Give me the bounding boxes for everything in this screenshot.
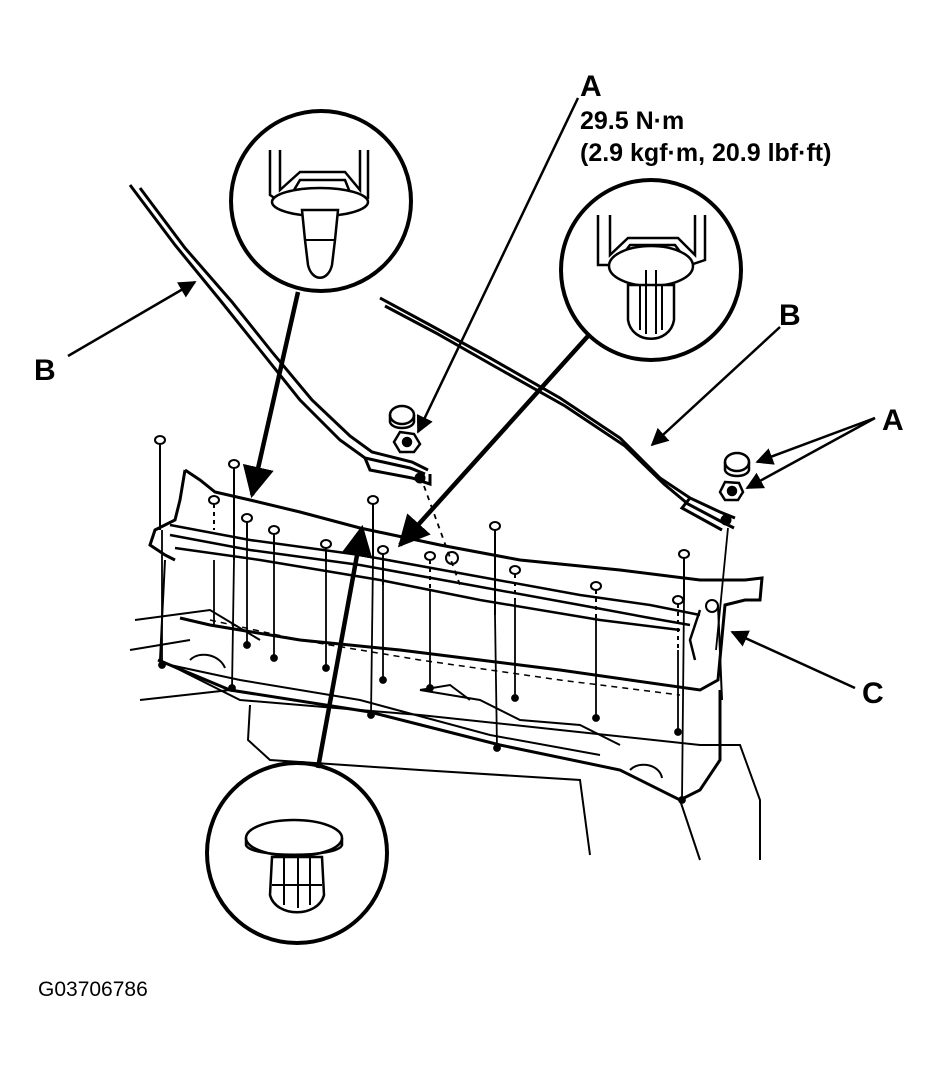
torque-spec-alt: (2.9 kgf·m, 20.9 lbf·ft) <box>580 139 831 167</box>
pointer-arrows <box>67 97 876 769</box>
wiper-arm-left <box>128 184 432 487</box>
callout-a-top: A <box>580 70 602 103</box>
vehicle-body-outline <box>129 608 761 861</box>
cowl-dashed-guide <box>209 619 681 696</box>
callout-c: C <box>862 677 884 710</box>
cowl-cover <box>148 468 764 802</box>
callout-a-right: A <box>882 404 904 437</box>
wiper-arm-right <box>379 296 736 532</box>
callout-b-right: B <box>779 299 801 332</box>
detail-clip-top-right <box>559 178 743 362</box>
detail-clip-top-left <box>229 109 413 293</box>
detail-clip-bottom <box>205 761 389 945</box>
nut-and-cap-right <box>718 451 751 502</box>
torque-spec-metric: 29.5 N·m <box>580 107 684 135</box>
callout-b-left: B <box>34 354 56 387</box>
nut-and-cap-left <box>388 404 422 454</box>
figure-id: G03706786 <box>38 978 148 1001</box>
clip-pins <box>154 435 719 650</box>
install-guide-lines <box>158 485 729 804</box>
